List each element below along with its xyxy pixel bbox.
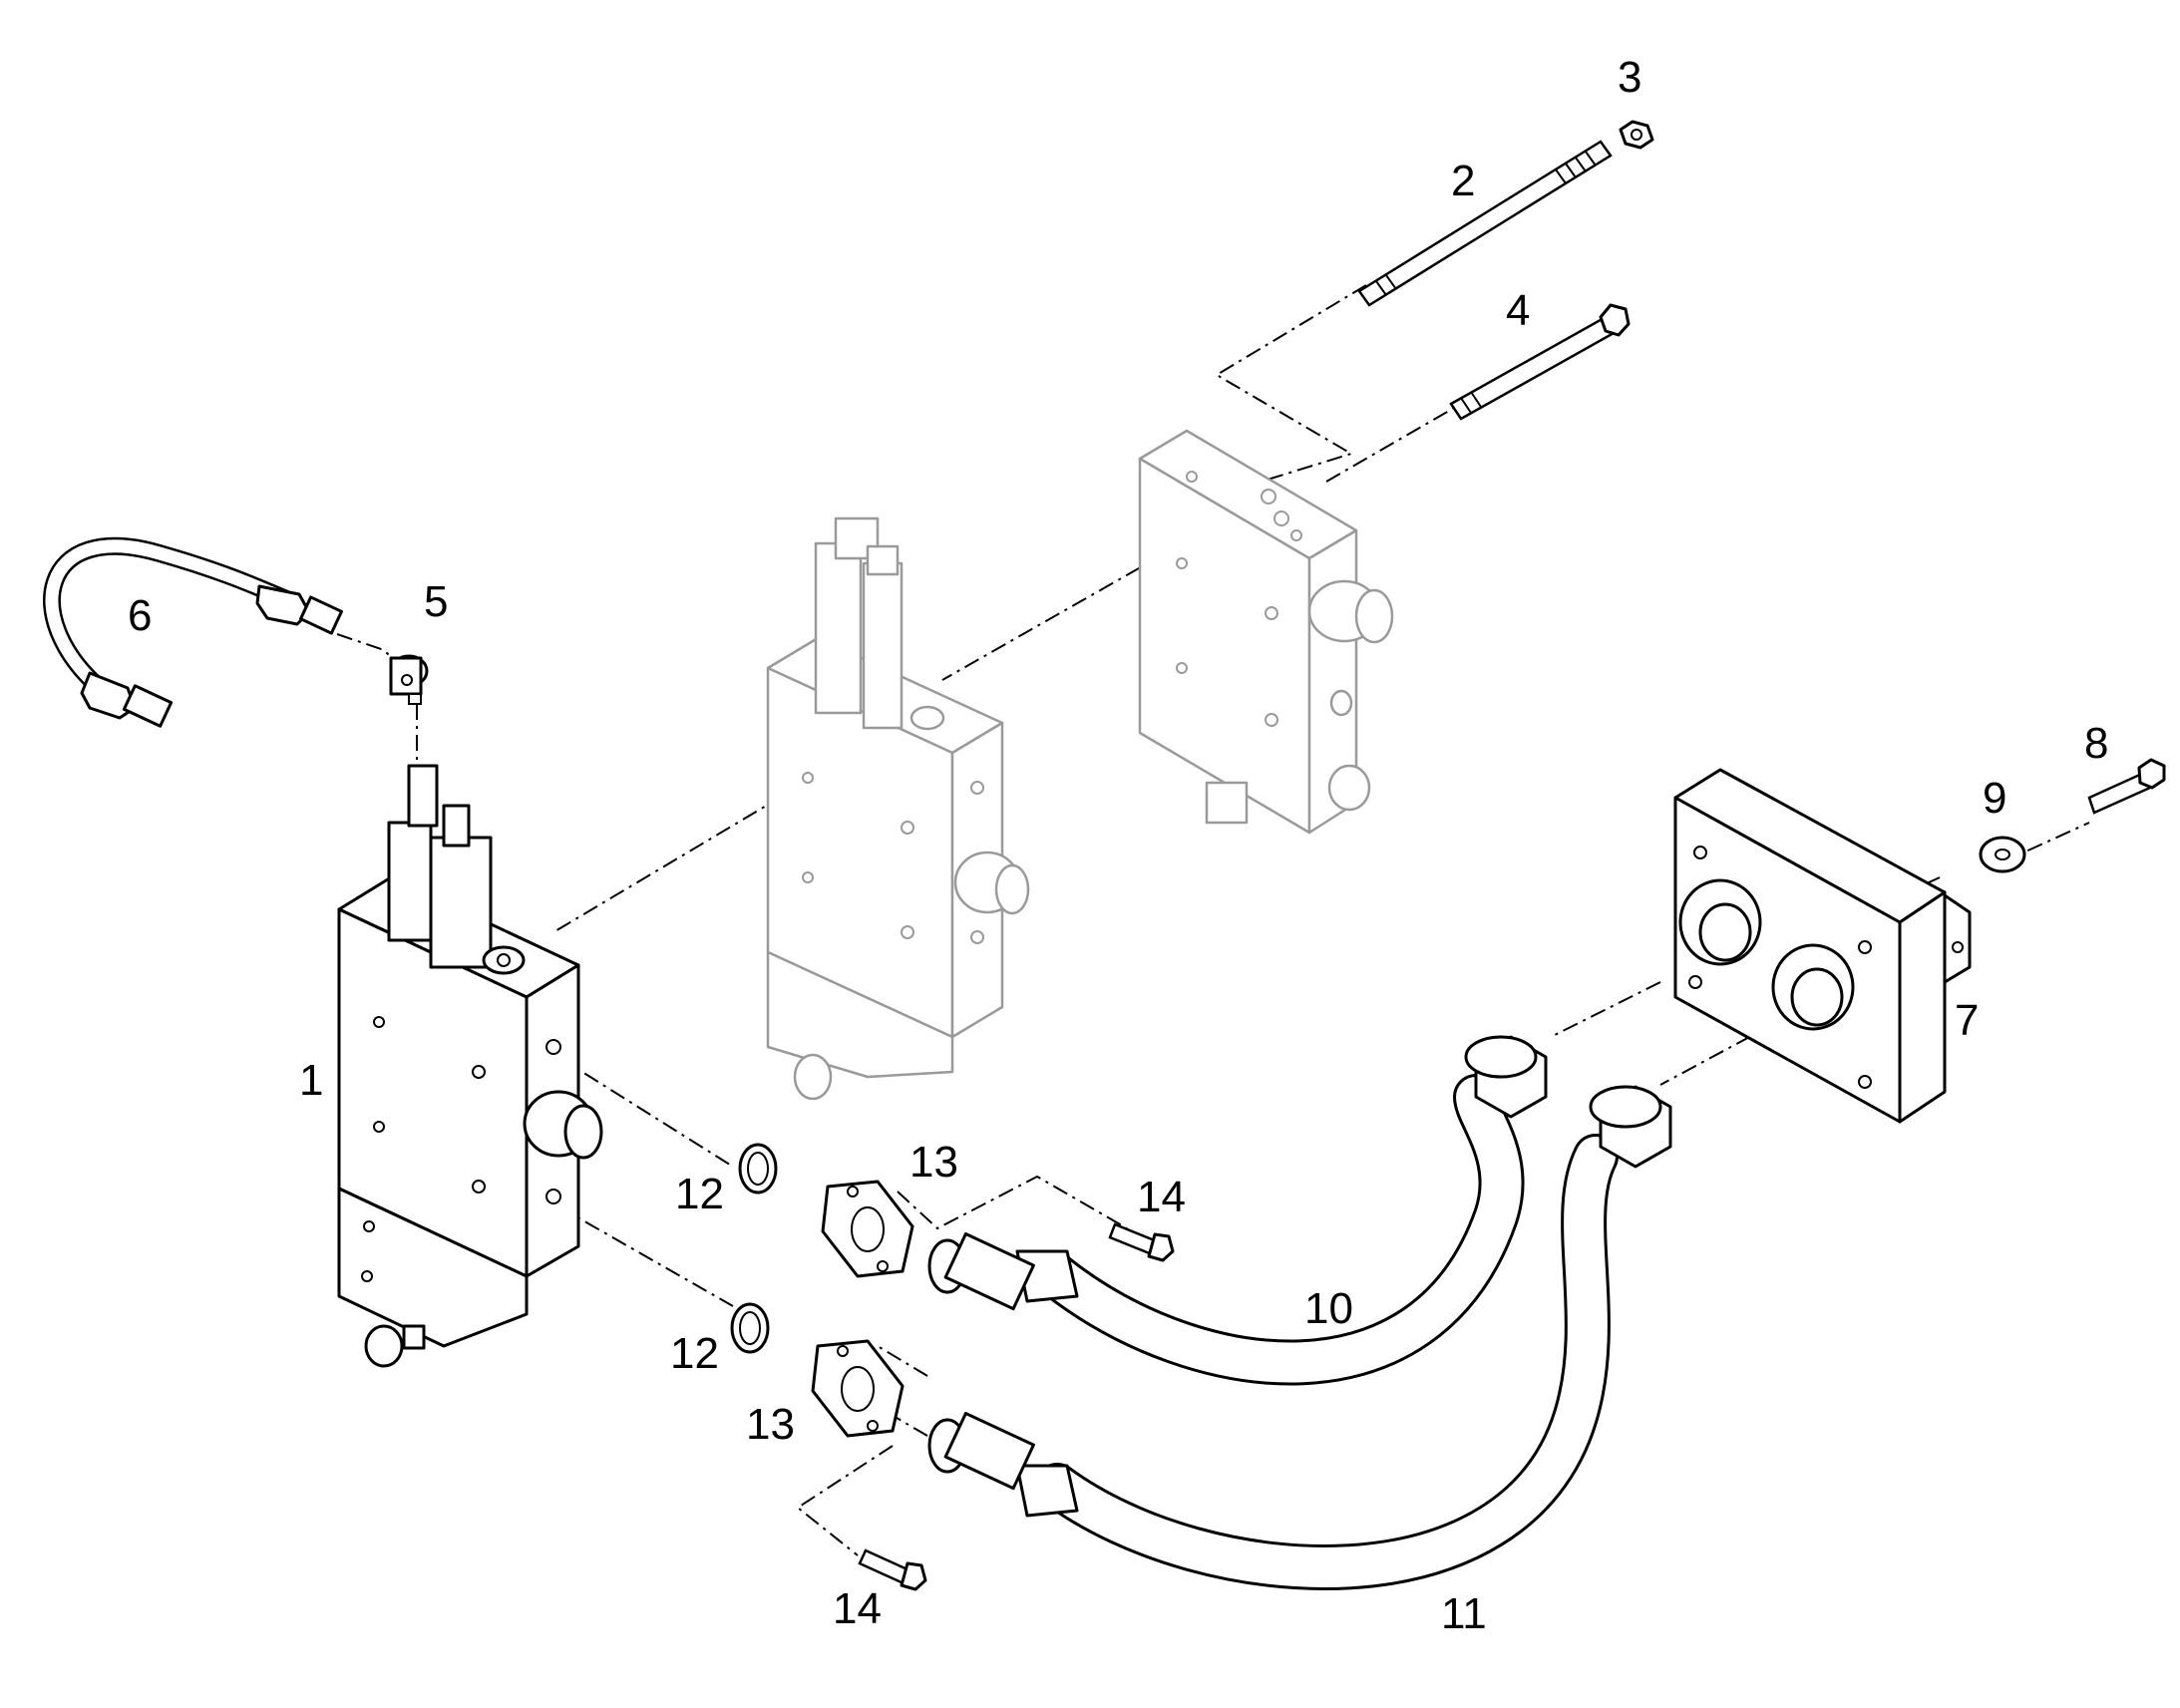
callout-labels: 1 2 3 4 5 6 7 8 9 10 11 12 12 13 13 14 1…	[128, 53, 2108, 1638]
callout-14-lower: 14	[833, 1584, 882, 1633]
part-13-flange-lower	[811, 1339, 905, 1438]
callout-10: 10	[1304, 1284, 1353, 1333]
callout-14-upper: 14	[1137, 1173, 1186, 1221]
part-12-oring-lower	[730, 1302, 770, 1354]
callout-12-lower: 12	[670, 1329, 719, 1378]
part-6-small-hose	[43, 536, 343, 728]
part-14-screw-upper	[1108, 1222, 1175, 1262]
callout-6: 6	[128, 591, 152, 640]
part-2-stud	[1357, 140, 1613, 307]
callout-3: 3	[1618, 53, 1641, 102]
callout-5: 5	[424, 577, 448, 626]
part-11-hose	[927, 1085, 1672, 1590]
part-8-bolt	[2087, 758, 2166, 815]
part-7-plate	[1673, 768, 1972, 1124]
callout-13-lower: 13	[746, 1400, 795, 1449]
part-13-flange-upper	[821, 1180, 914, 1278]
callout-4: 4	[1506, 286, 1530, 335]
callout-8: 8	[2084, 719, 2108, 768]
part-14-screw-lower	[858, 1548, 927, 1591]
part-4-bolt	[1449, 303, 1631, 421]
part-10-hose	[927, 1035, 1548, 1386]
part-1-valve-block	[337, 764, 603, 1368]
callout-1: 1	[299, 1056, 323, 1105]
part-12-oring-upper	[738, 1143, 778, 1195]
callout-7: 7	[1955, 996, 1979, 1045]
ghost-manifold-right	[1138, 429, 1394, 835]
callout-2: 2	[1451, 157, 1475, 205]
callout-11: 11	[1441, 1589, 1487, 1638]
callout-12-upper: 12	[675, 1170, 724, 1218]
callout-13-upper: 13	[909, 1138, 958, 1187]
part-5-fitting	[389, 654, 429, 705]
part-9-washer	[1979, 836, 2026, 873]
part-3-nut	[1619, 120, 1654, 150]
ghost-valve-middle	[766, 516, 1030, 1101]
callout-9: 9	[1983, 774, 2006, 823]
